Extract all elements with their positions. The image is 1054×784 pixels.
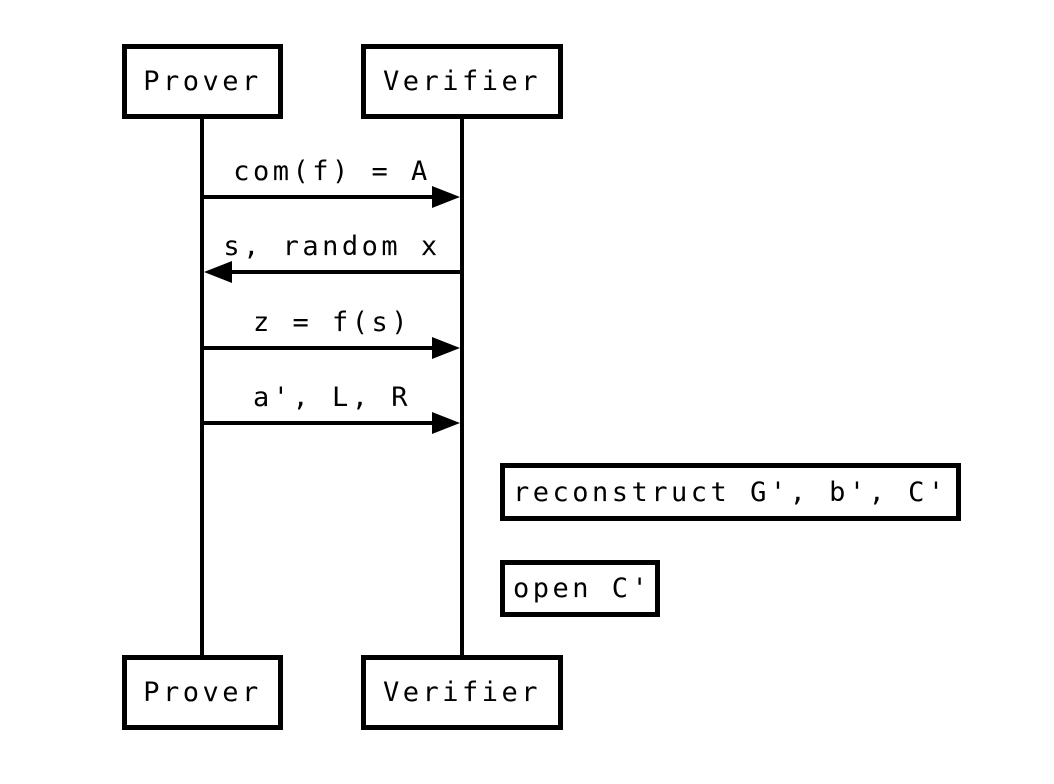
note-label-open: open C' bbox=[513, 573, 652, 604]
arrowhead-left-icon bbox=[204, 261, 232, 283]
note-label-reconstruct: reconstruct G', b', C' bbox=[513, 476, 948, 508]
message-arrow-s-random-x bbox=[230, 270, 462, 274]
note-box-reconstruct: reconstruct G', b', C' bbox=[500, 463, 961, 521]
message-label-a-l-r: a', L, R bbox=[252, 382, 412, 413]
participant-label-verifier: Verifier bbox=[382, 677, 542, 708]
participant-label-verifier: Verifier bbox=[382, 66, 542, 97]
arrowhead-right-icon bbox=[432, 412, 460, 434]
message-arrow-a-l-r bbox=[202, 421, 434, 425]
prover-lifeline bbox=[200, 119, 204, 655]
message-label-s-random-x: s, random x bbox=[223, 231, 441, 262]
participant-box-prover-bottom: Prover bbox=[122, 655, 283, 730]
verifier-lifeline bbox=[460, 119, 464, 655]
message-label-z-f-s: z = f(s) bbox=[252, 307, 412, 338]
note-box-open: open C' bbox=[500, 560, 660, 617]
message-arrow-z-f-s bbox=[202, 346, 434, 350]
participant-label-prover: Prover bbox=[143, 677, 262, 708]
participant-box-verifier-top: Verifier bbox=[361, 44, 563, 119]
participant-label-prover: Prover bbox=[143, 66, 262, 97]
message-arrow-com-f bbox=[202, 195, 434, 199]
arrowhead-right-icon bbox=[432, 337, 460, 359]
message-label-com-f: com(f) = A bbox=[233, 156, 431, 187]
arrowhead-right-icon bbox=[432, 186, 460, 208]
participant-box-prover-top: Prover bbox=[122, 44, 283, 119]
participant-box-verifier-bottom: Verifier bbox=[361, 655, 563, 730]
